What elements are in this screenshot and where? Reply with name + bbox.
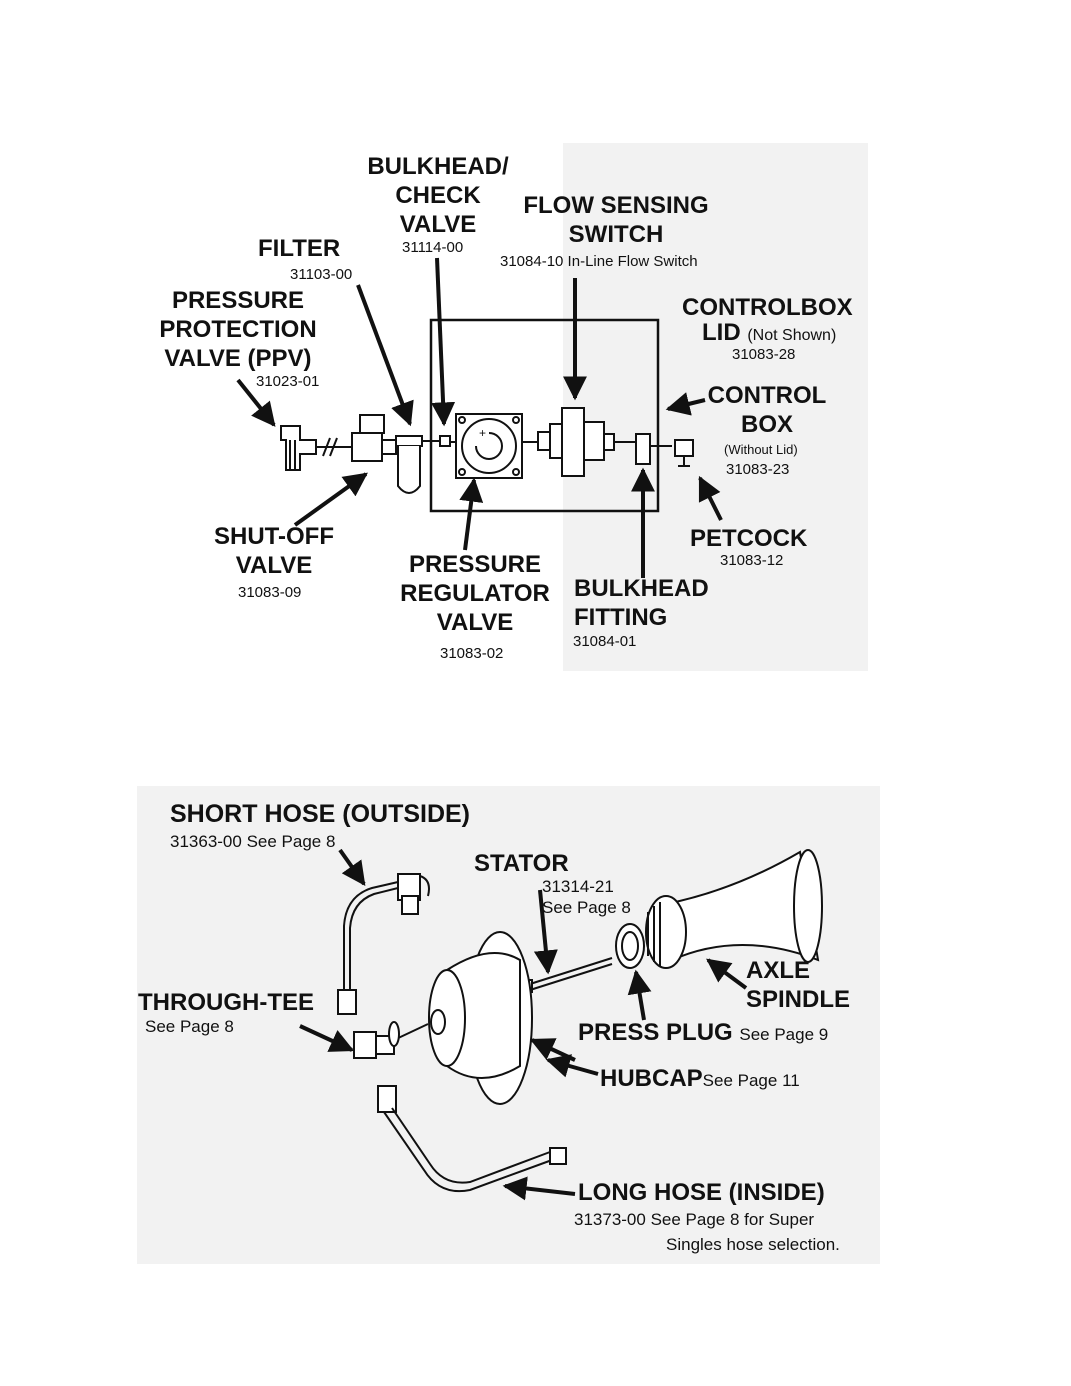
flow-switch-label: FLOW SENSING SWITCH	[523, 192, 709, 248]
shutoff-valve-shape	[351, 414, 397, 462]
filter-part: 31103-00	[290, 266, 353, 283]
flow-switch-part: 31084-10 In-Line Flow Switch	[500, 253, 698, 270]
regulator-part: 31083-02	[440, 645, 504, 662]
press-plug-shape	[615, 923, 645, 969]
bottom-leader-arrows	[299, 848, 748, 1201]
stator-shape	[517, 957, 613, 993]
stator-label: STATOR	[474, 850, 569, 877]
controlbox-lid-line: LID (Not Shown)	[702, 319, 837, 346]
control-box-outline	[429, 318, 660, 513]
through-tee-label: THROUGH-TEE	[138, 989, 314, 1016]
bulkhead-check-shape	[439, 435, 456, 447]
control-box-label: CONTROL BOX	[707, 382, 827, 438]
bulkhead-fitting-label: BULKHEAD FITTING	[574, 575, 709, 631]
stator-part: 31314-21	[542, 877, 614, 896]
pipe-break	[316, 437, 352, 457]
control-box-note: (Without Lid)	[724, 442, 798, 457]
short-hose-label: SHORT HOSE (OUTSIDE)	[170, 800, 471, 828]
ppv-label: PRESSURE PROTECTION VALVE (PPV)	[159, 287, 317, 372]
long-hose-part: 31373-00 See Page 8 for Super	[574, 1210, 815, 1229]
through-tee-ref: See Page 8	[145, 1017, 234, 1036]
top-leader-arrows	[236, 257, 723, 578]
hose-assembly	[337, 873, 567, 1192]
regulator-label: PRESSURE REGULATOR VALVE	[400, 551, 550, 636]
hubcap-label: HUBCAPSee Page 11	[600, 1065, 800, 1092]
bulkhead-fitting-part: 31084-01	[573, 633, 637, 650]
filter-shape	[395, 435, 440, 494]
control-box-part: 31083-23	[726, 461, 790, 478]
ppv-part: 31023-01	[256, 373, 320, 390]
svg-text:+: +	[479, 426, 486, 440]
petcock-part: 31083-12	[720, 552, 784, 569]
controlbox-lid-part: 31083-28	[732, 346, 796, 363]
bulkhead-check-label: BULKHEAD/ CHECK VALVE	[367, 153, 509, 238]
shutoff-label: SHUT-OFF VALVE	[214, 523, 334, 579]
axle-spindle-label: AXLE SPINDLE	[746, 957, 851, 1013]
petcock-label: PETCOCK	[690, 525, 808, 552]
top-panel-background	[563, 143, 868, 671]
bulkhead-fitting-shape	[635, 433, 672, 465]
short-hose-part: 31363-00 See Page 8	[170, 832, 336, 851]
flow-switch-shape	[537, 407, 636, 477]
long-hose-ref: Singles hose selection.	[666, 1235, 840, 1254]
ppv-fitting	[280, 425, 317, 471]
stator-ref: See Page 8	[542, 898, 631, 917]
press-plug-label: PRESS PLUG See Page 9	[578, 1019, 829, 1046]
hubcap-shape	[428, 931, 533, 1105]
bulkhead-check-part: 31114-00	[402, 239, 464, 256]
regulator-shape: +	[455, 413, 538, 479]
axle-spindle-shape	[645, 849, 823, 969]
filter-label: FILTER	[258, 235, 341, 262]
petcock-shape	[674, 439, 694, 467]
long-hose-label: LONG HOSE (INSIDE)	[578, 1179, 825, 1206]
controlbox-lid-label: CONTROLBOX	[682, 294, 853, 321]
shutoff-part: 31083-09	[238, 584, 302, 601]
